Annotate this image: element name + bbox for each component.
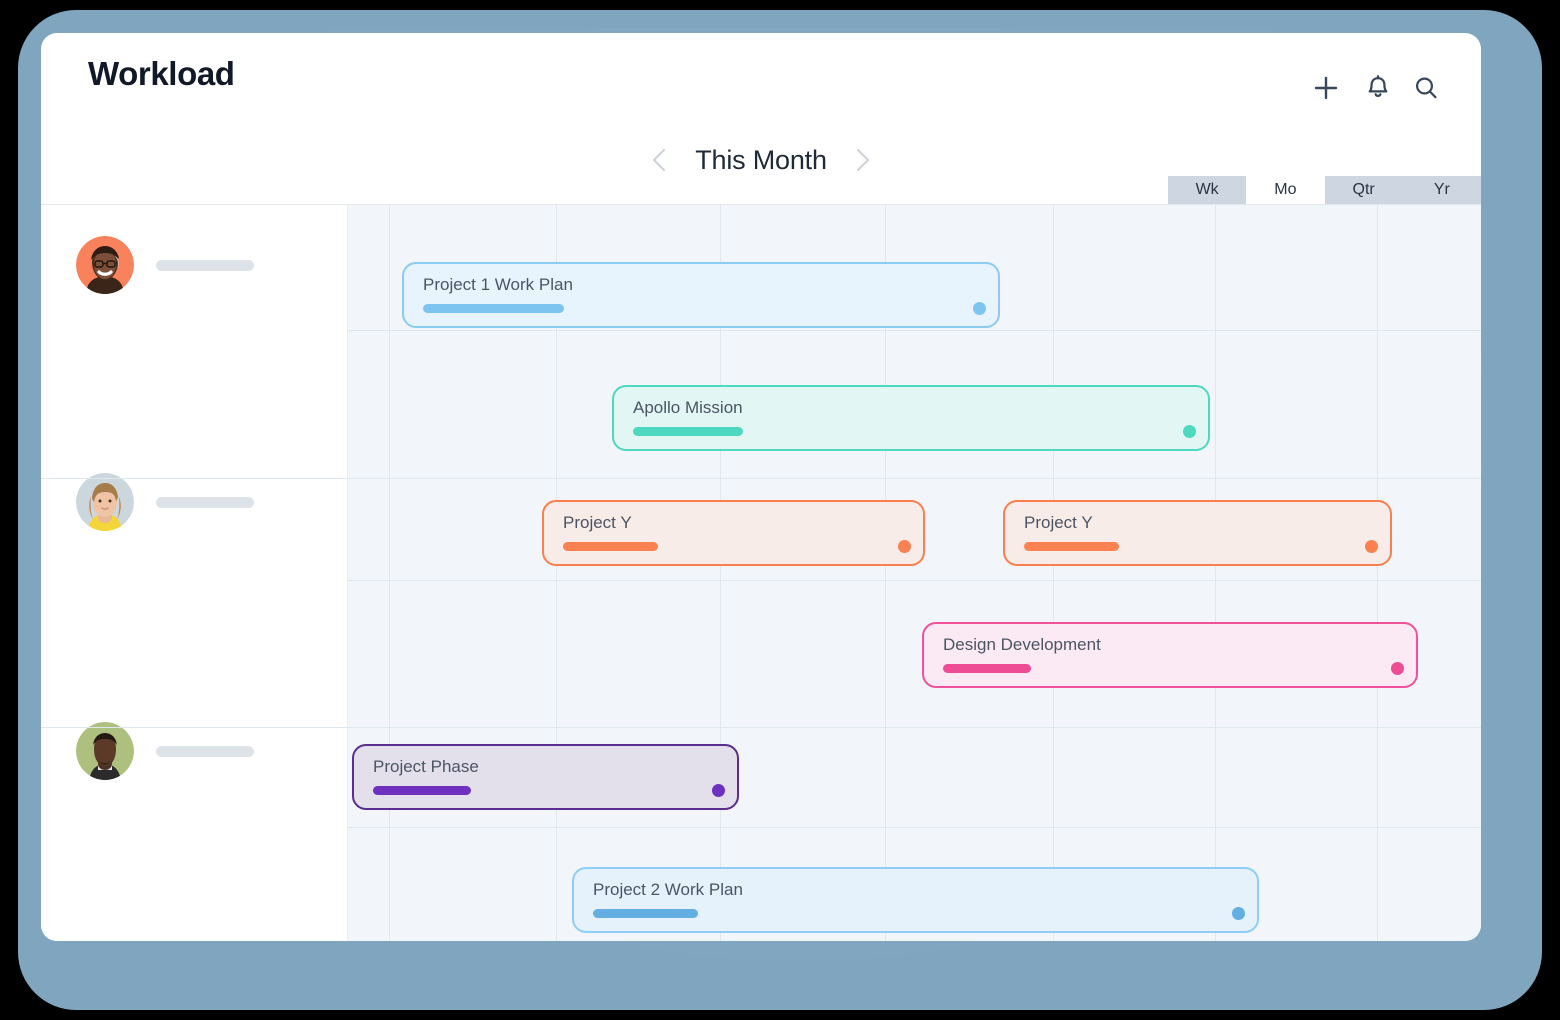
bell-icon[interactable]: [1361, 71, 1395, 105]
task-end-dot: [1232, 907, 1245, 920]
task-bar[interactable]: Project Y: [542, 500, 925, 566]
task-label: Project Phase: [373, 757, 479, 776]
people-sidebar: [41, 205, 348, 941]
task-progress-bar: [373, 786, 471, 795]
app-header: Workload: [41, 33, 1481, 119]
task-progress-bar: [943, 664, 1031, 673]
next-period-button[interactable]: [849, 143, 875, 177]
person-row-separator: [41, 727, 1481, 728]
task-label: Project 2 Work Plan: [593, 880, 743, 899]
task-end-dot: [973, 302, 986, 315]
grid-column-line: [1053, 205, 1054, 941]
avatar: [76, 473, 134, 531]
search-icon[interactable]: [1409, 71, 1443, 105]
task-progress-bar: [563, 542, 658, 551]
page-title: Workload: [88, 55, 235, 92]
task-bar[interactable]: Project Phase: [352, 744, 739, 810]
grid-row-line: [348, 827, 1481, 828]
workload-app-card: Workload: [41, 33, 1481, 941]
tab-week[interactable]: Wk: [1195, 181, 1219, 198]
person-row-separator: [41, 478, 1481, 479]
task-label: Design Development: [943, 635, 1101, 654]
task-bar[interactable]: Project Y: [1003, 500, 1392, 566]
task-end-dot: [1183, 425, 1196, 438]
grid-column-line: [556, 205, 557, 941]
person-row[interactable]: [41, 722, 348, 780]
grid-row-line: [348, 330, 1481, 331]
person-row[interactable]: [41, 236, 348, 294]
person-name-placeholder: [156, 746, 254, 757]
person-name-placeholder: [156, 497, 254, 508]
tab-month[interactable]: Mo: [1246, 176, 1325, 204]
grid-column-line: [885, 205, 886, 941]
task-progress-bar: [423, 304, 564, 313]
current-period-label: This Month: [695, 144, 827, 175]
task-end-dot: [1365, 540, 1378, 553]
task-bar[interactable]: Project 1 Work Plan: [402, 262, 1000, 328]
task-label: Project 1 Work Plan: [423, 275, 573, 294]
plus-icon[interactable]: [1309, 71, 1343, 105]
task-progress-bar: [1024, 542, 1119, 551]
task-end-dot: [712, 784, 725, 797]
task-bar[interactable]: Design Development: [922, 622, 1418, 688]
task-end-dot: [1391, 662, 1404, 675]
task-progress-bar: [633, 427, 743, 436]
person-name-placeholder: [156, 260, 254, 271]
grid-row-line: [348, 580, 1481, 581]
grid-column-line: [1215, 205, 1216, 941]
task-progress-bar: [593, 909, 698, 918]
timescale-tabs: Wk Mo Qtr Yr: [1168, 176, 1481, 204]
task-label: Project Y: [563, 513, 632, 532]
period-navigator: This Month: [41, 129, 1481, 191]
tab-quarter[interactable]: Qtr: [1352, 181, 1375, 198]
task-label: Apollo Mission: [633, 398, 743, 417]
prev-period-button[interactable]: [647, 143, 673, 177]
grid-column-line: [720, 205, 721, 941]
task-label: Project Y: [1024, 513, 1093, 532]
avatar: [76, 236, 134, 294]
task-end-dot: [898, 540, 911, 553]
grid-column-line: [389, 205, 390, 941]
person-row[interactable]: [41, 473, 348, 531]
workload-board: Project 1 Work Plan Apollo Mission Proje…: [41, 204, 1481, 941]
task-bar[interactable]: Apollo Mission: [612, 385, 1210, 451]
tab-year[interactable]: Yr: [1433, 181, 1450, 198]
grid-column-line: [1377, 205, 1378, 941]
task-bar[interactable]: Project 2 Work Plan: [572, 867, 1259, 933]
avatar: [76, 722, 134, 780]
